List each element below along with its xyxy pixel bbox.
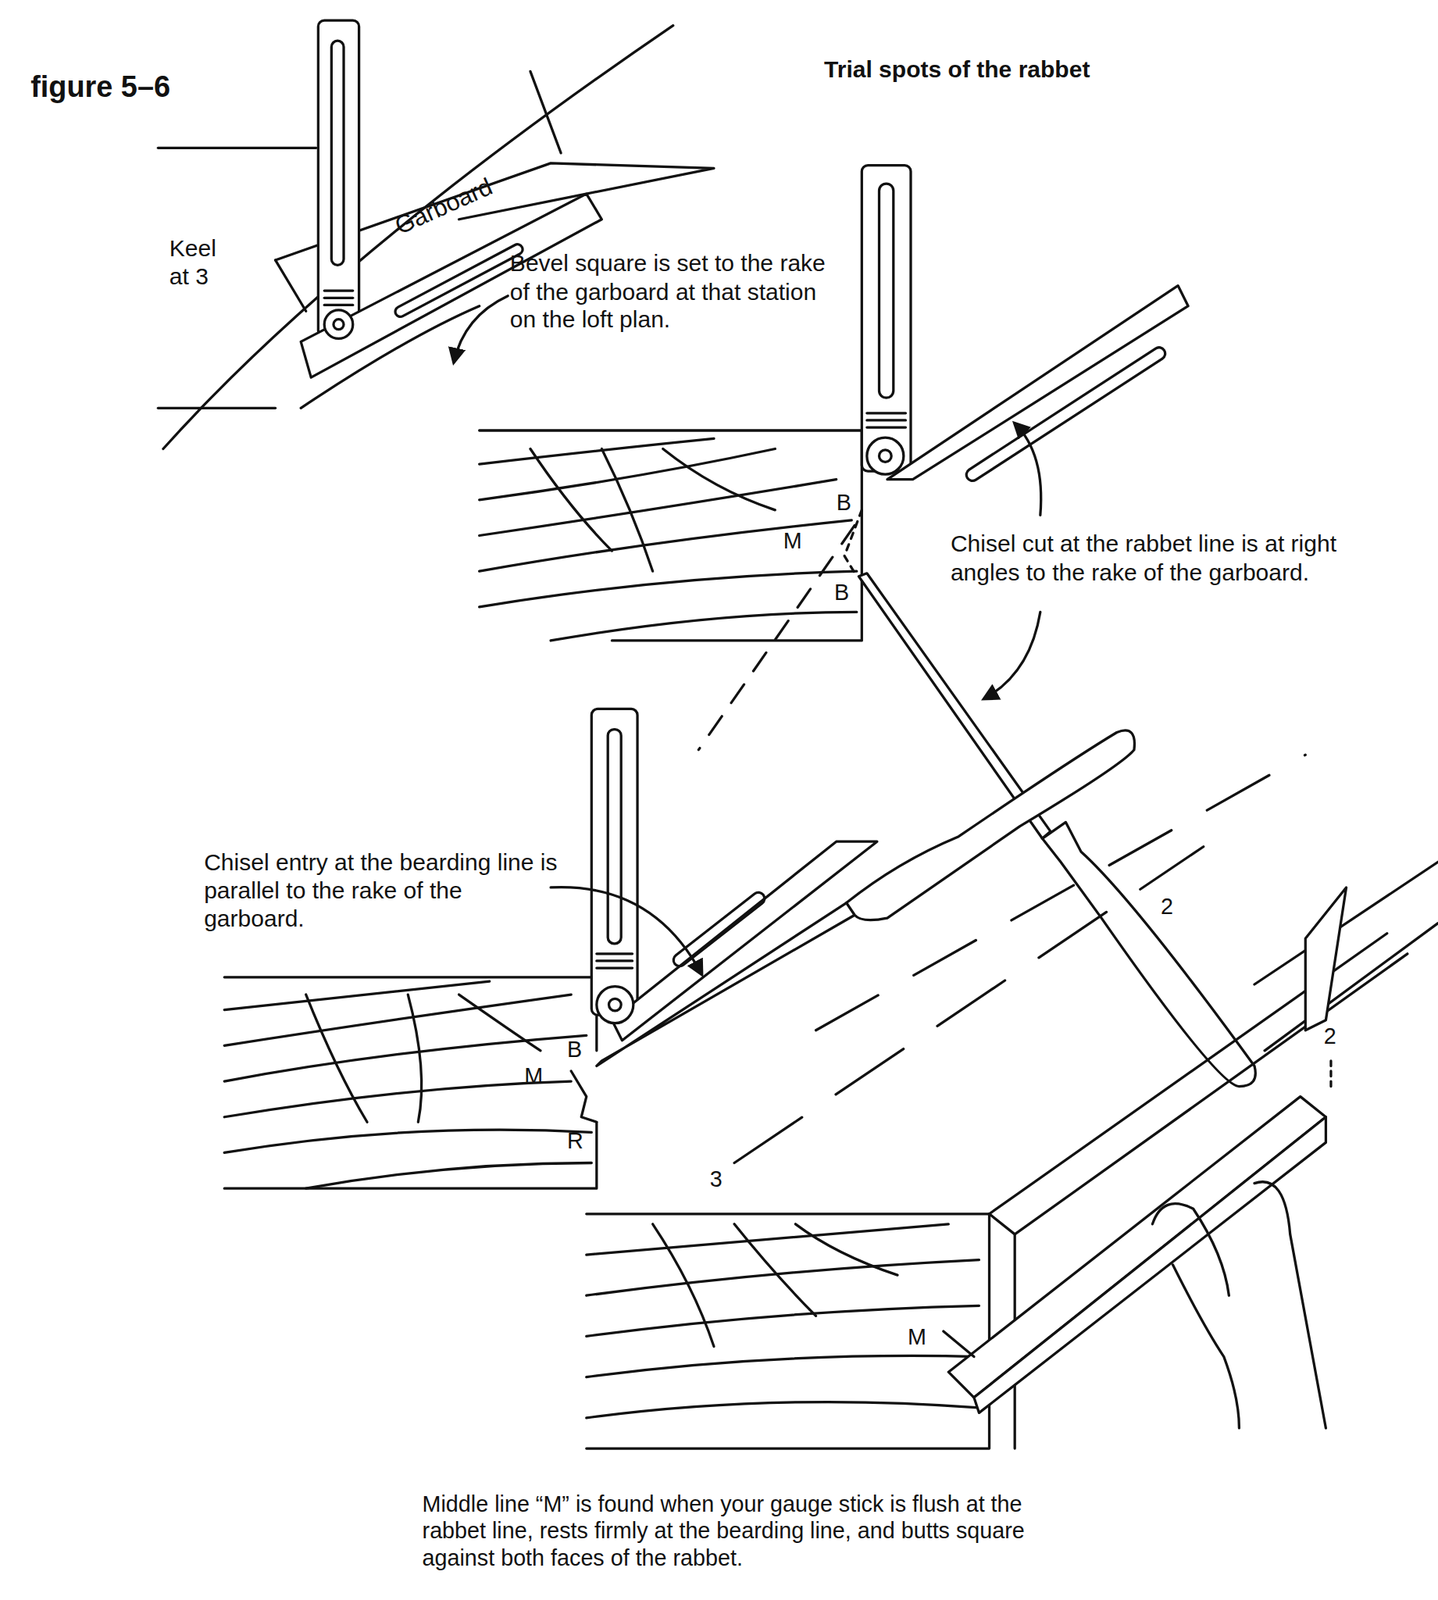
part-name: Garboard: [390, 171, 497, 241]
figure-caption: Middle line “M” is found when your gauge…: [422, 1491, 1086, 1572]
station-number: 2: [1160, 893, 1174, 921]
keel-section-upper: [479, 165, 1189, 750]
note: Chisel cut at the rabbet line is at righ…: [950, 530, 1349, 587]
line-letter: M: [907, 1323, 927, 1351]
line-letter: B: [834, 579, 850, 607]
leader-arrow: [1014, 423, 1042, 516]
chisel: [858, 573, 1256, 1087]
line-letter: M: [524, 1063, 543, 1090]
line-letter: M: [783, 528, 803, 555]
station-number: 3: [710, 1165, 723, 1192]
note: Chisel entry at the bearding line is par…: [203, 848, 561, 933]
line-letter: B: [836, 489, 852, 517]
leader-arrow: [550, 887, 702, 975]
keel-sketch: [157, 20, 714, 449]
keel-section-lower: [224, 708, 878, 1189]
chisel: [596, 730, 1135, 1066]
station-number: 2: [1323, 1023, 1337, 1050]
figure-title: Trial spots of the rabbet: [824, 56, 1090, 85]
keel-perspective: [586, 754, 1438, 1449]
leader-arrow: [453, 296, 508, 363]
line-letter: B: [567, 1036, 582, 1064]
leader-arrow: [984, 611, 1041, 699]
line-letter: R: [567, 1127, 584, 1155]
figure-number: figure 5–6: [30, 69, 171, 105]
part-name: Keel at 3: [169, 234, 231, 291]
note: Bevel square is set to the rake of the g…: [510, 249, 837, 335]
